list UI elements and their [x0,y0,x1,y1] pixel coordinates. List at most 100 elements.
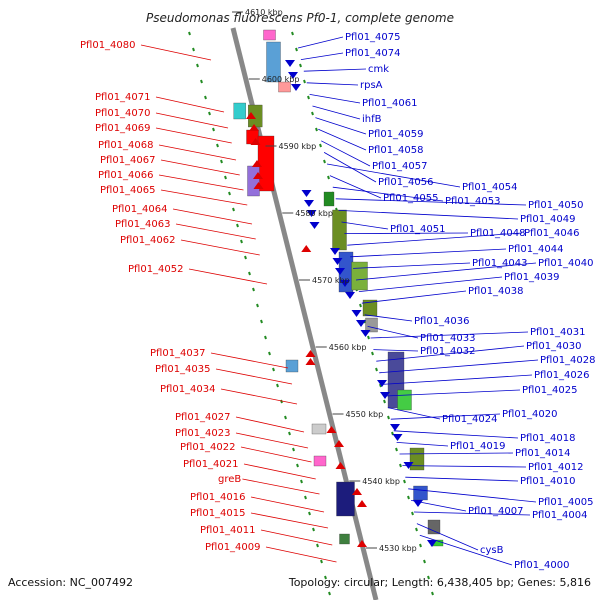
leader-line-forward [376,345,525,362]
leader-line-forward [402,465,527,468]
reverse-arrow [357,540,367,547]
inner-track-tick [244,255,247,260]
gene-block [263,29,276,41]
leader-line-reverse [180,239,260,256]
leader-line-reverse [172,208,253,225]
forward-arrow [330,248,340,255]
gene-label-Pfl01_4030: Pfl01_4030 [526,341,582,352]
gene-label-Pfl01_4010: Pfl01_4010 [520,476,576,487]
forward-arrow [291,84,301,91]
leader-line-reverse [235,416,305,433]
gene-label-Pfl01_4066: Pfl01_4066 [98,170,154,181]
map-title: Pseudomonas fluorescens Pf0-1, complete … [146,11,454,25]
reverse-arrow [253,182,264,189]
leader-line-forward [347,232,523,246]
inner-track-tick [188,31,191,36]
gene-label-Pfl01_4036: Pfl01_4036 [414,316,470,327]
forward-arrow [285,60,295,67]
forward-arrow [335,268,345,275]
gene-label-Pfl01_4022: Pfl01_4022 [180,442,236,453]
gene-label-greB: greB [218,474,241,485]
gene-label-Pfl01_4059: Pfl01_4059 [368,129,424,140]
leader-line-reverse [242,478,320,495]
inner-track-tick [212,127,215,132]
gene-label-cmk: cmk [368,64,389,75]
leader-line-forward [335,198,527,206]
leader-line-forward [306,82,359,86]
outer-track-tick [299,63,302,68]
leader-line-reverse [140,44,212,61]
gene-block [285,359,299,373]
leader-line-forward [367,326,419,339]
outer-track-tick [367,335,370,340]
reverse-arrow [335,462,346,469]
leader-lines [140,36,539,566]
forward-arrow [288,72,298,79]
gene-label-Pfl01_4009: Pfl01_4009 [205,542,261,553]
inner-track-tick [224,175,227,180]
inner-track-tick [208,111,211,116]
outer-track-tick [315,127,318,132]
inner-track-tick [320,559,323,564]
outer-track-tick [427,575,430,580]
scale-label: 4540 kbp [362,477,400,486]
leader-line-forward [405,476,519,482]
leader-line-reverse [155,96,225,113]
gene-block [266,41,281,83]
leader-line-forward [297,36,344,49]
outer-track-tick [383,399,386,404]
scale-label: 4600 kbp [262,75,300,84]
reverse-arrow [253,172,263,179]
leader-line-forward [326,163,461,188]
scale-label: 4550 kbp [346,410,384,419]
gene-block [323,191,335,207]
outer-track-tick [387,415,390,420]
gene-label-Pfl01_4026: Pfl01_4026 [534,370,590,381]
gene-label-Pfl01_4016: Pfl01_4016 [190,492,246,503]
scale-label: 4590 kbp [279,142,317,151]
gene-label-Pfl01_4023: Pfl01_4023 [175,428,231,439]
inner-track-tick [220,159,223,164]
gene-block [397,389,412,411]
leader-line-reverse [155,112,229,129]
inner-track-tick [252,287,255,292]
gene-label-Pfl01_4063: Pfl01_4063 [115,219,171,230]
leader-line-reverse [250,512,329,529]
inner-track-tick [308,511,311,516]
gene-label-ihfB: ihfB [362,114,382,125]
leader-line-reverse [175,223,256,240]
gene-label-Pfl01_4053: Pfl01_4053 [445,196,501,207]
gene-block [427,519,441,535]
gene-label-Pfl01_4080: Pfl01_4080 [80,40,136,51]
leader-line-reverse [260,529,333,546]
forward-arrow [351,310,362,317]
leader-line-reverse [243,463,316,480]
scale-label: 4530 kbp [379,544,417,553]
leader-line-reverse [160,189,248,206]
leader-line-forward [411,500,467,512]
forward-arrow [392,434,403,441]
gene-block [362,299,378,317]
leader-line-forward [408,488,537,503]
leader-line-forward [419,534,513,566]
gene-label-Pfl01_4064: Pfl01_4064 [112,204,168,215]
gene-label-Pfl01_4021: Pfl01_4021 [183,459,239,470]
gene-label-Pfl01_4007: Pfl01_4007 [468,506,524,517]
topology-label: Topology: circular; Length: 6,438,405 bp… [288,576,591,589]
leader-line-forward [373,349,419,352]
outer-track-tick [419,543,422,548]
gene-label-Pfl01_4049: Pfl01_4049 [520,214,576,225]
gene-label-Pfl01_4037: Pfl01_4037 [150,348,206,359]
gene-label-Pfl01_4028: Pfl01_4028 [540,355,596,366]
gene-label-Pfl01_4056: Pfl01_4056 [378,177,434,188]
inner-track-tick [284,415,287,420]
inner-track-tick [300,479,303,484]
inner-track-tick [196,63,199,68]
gene-label-cysB: cysB [480,545,504,556]
inner-track-tick [200,79,203,84]
outer-track-tick [311,111,314,116]
outer-track-tick [411,511,414,516]
leader-line-forward [303,68,367,72]
leader-line-reverse [160,159,240,176]
